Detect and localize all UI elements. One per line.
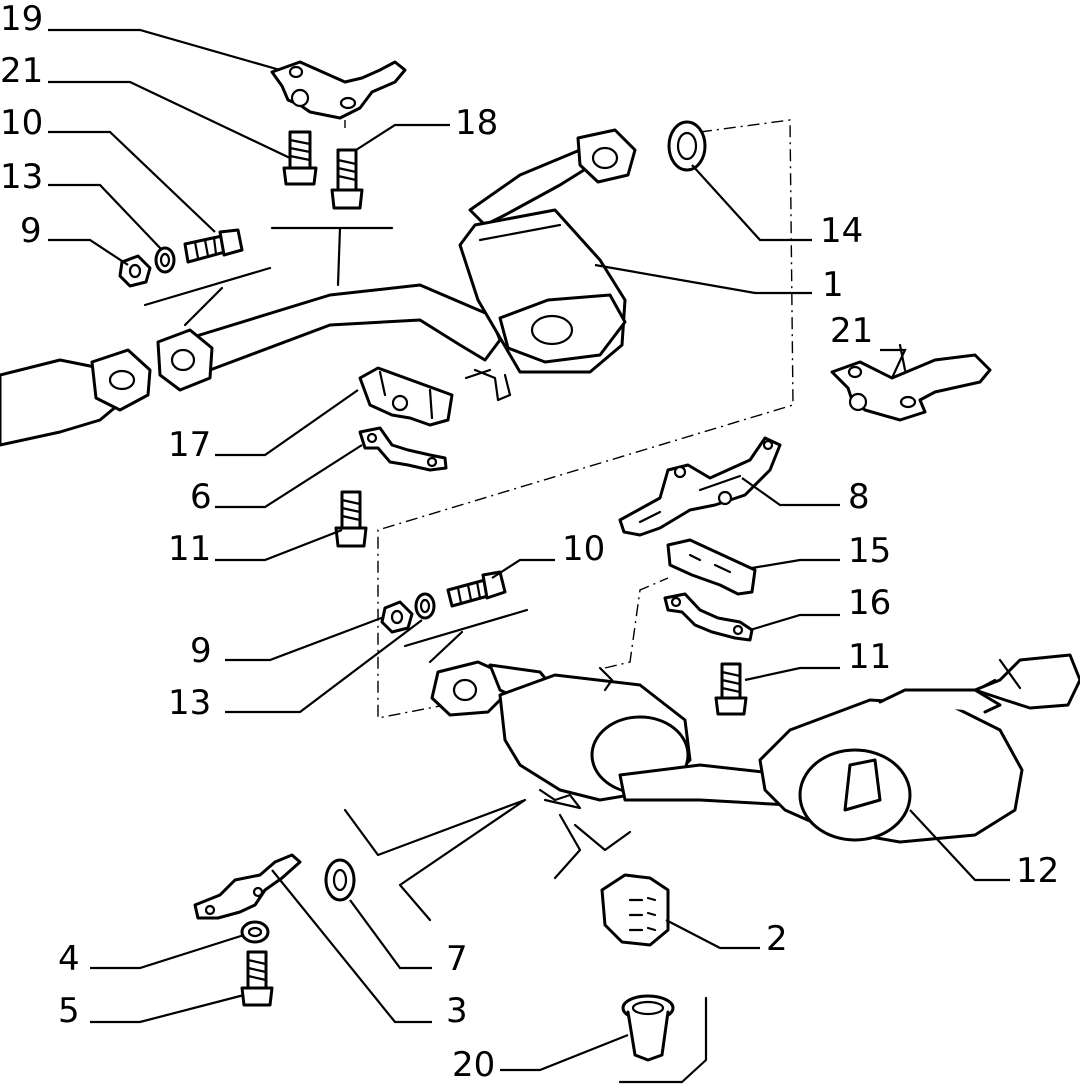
callout-3: 3 [446,991,468,1031]
nut-9-lower [380,600,414,634]
callout-21-top: 21 [0,51,43,91]
bolt-18 [330,148,364,210]
callout-12: 12 [1016,851,1059,891]
rubber-mount-17 [358,366,454,427]
washer-13-lower [414,592,436,620]
bolt-5 [240,950,274,1007]
callout-10-top: 10 [0,103,43,143]
bolt-10-lower [446,570,507,608]
callout-5: 5 [58,991,80,1031]
callout-19-top: 19 [0,0,43,39]
rear-silencer-12 [430,653,1080,844]
bolt-21-upper [282,130,318,186]
callout-10-lower: 10 [562,529,605,569]
callout-20: 20 [452,1045,495,1085]
leader-lines [48,28,1010,1072]
washer-13-upper [154,246,176,274]
washer-4 [240,920,270,944]
gasket-14 [667,120,707,172]
callout-8: 8 [848,477,870,517]
rubber-mount-15 [666,538,757,596]
callout-18: 18 [455,103,498,143]
callout-11-lower: 11 [848,637,891,677]
callout-6: 6 [190,477,212,517]
callout-4: 4 [58,939,80,979]
clamp-16 [663,592,754,642]
nut-9-upper [118,254,152,288]
callout-7: 7 [446,939,468,979]
callout-1: 1 [822,265,844,305]
callout-9-top: 9 [20,211,42,251]
callout-15: 15 [848,531,891,571]
assembly-outline-front [344,119,794,719]
support-bracket-8 [618,436,782,537]
joint-marks [143,226,907,1084]
gasket-7 [324,858,356,902]
callout-14: 14 [820,211,863,251]
front-pipe-silencer [156,128,637,402]
callout-17: 17 [168,425,211,465]
bolt-10-upper [183,228,244,264]
hanger-bracket-19 [270,60,407,120]
callout-21-right: 21 [830,311,873,351]
callout-labels: 19 21 10 13 9 18 14 1 21 17 6 8 11 10 15… [0,0,1059,1085]
callout-13-lower: 13 [168,683,211,723]
bolt-11-lower [714,662,748,716]
callout-2: 2 [766,919,788,959]
rubber-mount-2 [600,873,670,947]
callout-16: 16 [848,583,891,623]
grommet-20 [621,994,675,1062]
catalytic-converter-pipe [0,348,152,447]
callout-13-top: 13 [0,157,43,197]
callout-9-lower: 9 [190,631,212,671]
callout-11-upper: 11 [168,529,211,569]
bolt-11-upper [334,490,368,548]
clamp-6 [358,426,448,472]
hanger-bracket-21 [830,353,992,422]
